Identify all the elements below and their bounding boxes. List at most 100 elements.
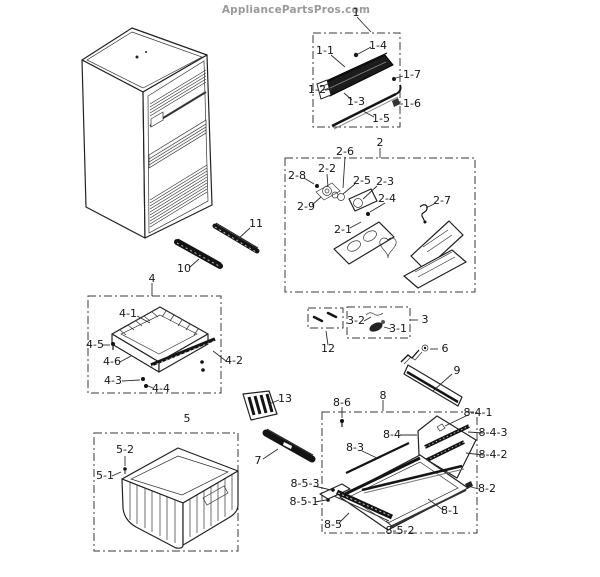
assembly-box-12	[307, 307, 344, 329]
callout-2-9: 2-9	[297, 200, 315, 213]
callout-leader-lines	[103, 16, 484, 529]
clip-8-4-1	[436, 423, 446, 432]
callout-13: 13	[278, 392, 292, 405]
icemaker-assembly-2	[315, 182, 467, 289]
screw-4-5	[111, 342, 115, 346]
callout-2-2: 2-2	[318, 162, 336, 175]
drawer-rail-4-2	[150, 337, 216, 367]
callout-8-5-1: 8-5-1	[290, 495, 319, 508]
callout-1-1: 1-1	[316, 44, 334, 57]
callout-10: 10	[177, 262, 191, 275]
screw-5-1	[123, 467, 127, 471]
callout-1: 1	[353, 6, 360, 19]
basket-handle	[202, 485, 229, 506]
screw-4-3	[141, 377, 145, 381]
refrigerator-cabinet	[81, 27, 213, 239]
callout-2-3: 2-3	[376, 175, 394, 188]
callout-1-7: 1-7	[403, 68, 421, 81]
clip-1-6	[392, 98, 400, 107]
screw-2-8	[315, 184, 319, 188]
callout-8-5: 8-5	[324, 518, 342, 531]
callout-4-5: 4-5	[86, 338, 104, 351]
rail-7	[262, 428, 316, 463]
screw-8-6	[340, 419, 344, 423]
callout-2-8: 2-8	[288, 169, 306, 182]
callout-5-2: 5-2	[116, 443, 134, 456]
panel-2-1	[333, 221, 395, 265]
callout-8-6: 8-6	[333, 396, 351, 409]
screw-kit-12	[312, 311, 338, 323]
assembly-box-4	[87, 295, 222, 394]
callout-11: 11	[249, 217, 263, 230]
rod-1-5	[331, 92, 397, 128]
callout-3-2: 3-2	[347, 314, 365, 327]
callout-4: 4	[149, 272, 156, 285]
screw-1-4	[353, 52, 359, 58]
callout-8-4-3: 8-4-3	[479, 426, 508, 439]
callout-1-5: 1-5	[372, 112, 390, 125]
rail-housing-8-4	[417, 415, 477, 479]
callout-8-4: 8-4	[383, 428, 401, 441]
fridge-shelf-hatch	[149, 69, 207, 128]
callout-8-3: 8-3	[346, 441, 364, 454]
slide-rail-11	[212, 222, 260, 254]
handle-assembly-1	[316, 52, 402, 130]
rod-8-3	[345, 442, 410, 474]
bracket-6	[400, 344, 429, 365]
slide-assembly-8	[319, 415, 477, 531]
screw-8-5-3	[331, 488, 335, 492]
callout-8-5-2: 8-5-2	[386, 524, 415, 537]
motor-2-3	[348, 188, 378, 212]
callout-1-4: 1-4	[369, 39, 387, 52]
callout-2-4: 2-4	[378, 192, 396, 205]
rail-8-5	[319, 483, 394, 522]
grille-13	[242, 390, 278, 421]
watermark: AppliancePartsPros.com	[222, 4, 370, 16]
callout-8-5-3: 8-5-3	[291, 477, 320, 490]
callout-2-1: 2-1	[334, 223, 352, 236]
callout-2-7: 2-7	[433, 194, 451, 207]
slide-rail-10	[174, 238, 223, 269]
screw-8-5-1	[326, 498, 330, 502]
heart-cutout	[379, 237, 397, 259]
washer-2-5	[337, 193, 345, 201]
callout-3: 3	[422, 313, 429, 326]
basket-slats	[129, 475, 233, 543]
callout-12: 12	[321, 342, 335, 355]
callout-8-4-1: 8-4-1	[464, 406, 493, 419]
lamp-assembly-3	[365, 312, 385, 332]
callout-5-1: 5-1	[96, 469, 114, 482]
callout-8-1: 8-1	[441, 504, 459, 517]
assembly-box-3	[346, 306, 411, 339]
callout-8-4-2: 8-4-2	[479, 448, 508, 461]
screw-2-4	[366, 212, 370, 216]
callout-1-3: 1-3	[347, 95, 365, 108]
callout-2: 2	[377, 136, 384, 149]
callout-6: 6	[442, 342, 449, 355]
callout-9: 9	[454, 364, 461, 377]
assembly-box-8	[321, 411, 478, 534]
trim-rail-9	[403, 364, 463, 407]
callout-5: 5	[184, 412, 191, 425]
screw-4-4	[144, 384, 148, 388]
callout-1-6: 1-6	[403, 97, 421, 110]
callout-4-4: 4-4	[152, 382, 170, 395]
bulb-3-1	[369, 322, 383, 332]
callout-3-1: 3-1	[389, 322, 407, 335]
wire-2-7	[419, 204, 428, 223]
freezer-wire-shelf	[149, 164, 208, 228]
fridge-divider-shelf	[148, 119, 207, 169]
callout-8: 8	[380, 389, 387, 402]
callout-8-2: 8-2	[478, 482, 496, 495]
callout-2-5: 2-5	[353, 174, 371, 187]
callout-7: 7	[255, 454, 262, 467]
callout-4-1: 4-1	[119, 307, 137, 320]
assembly-box-1	[312, 32, 401, 128]
callout-4-3: 4-3	[104, 374, 122, 387]
callout-4-2: 4-2	[225, 354, 243, 367]
callout-1-2: 1-2	[308, 83, 326, 96]
assembly-box-2	[284, 157, 476, 293]
callout-2-6: 2-6	[336, 145, 354, 158]
